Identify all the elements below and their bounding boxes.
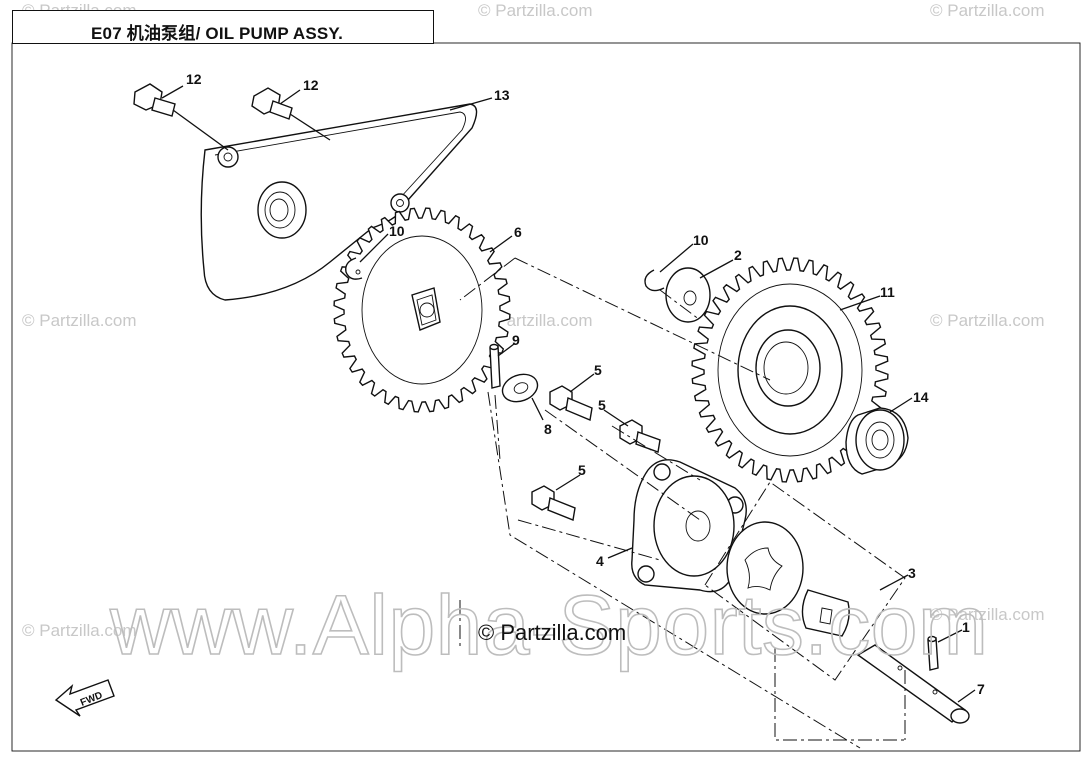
callout-2: 2 [734, 247, 742, 263]
page-title: E07 机油泵组/ OIL PUMP ASSY. [91, 24, 343, 43]
part-12-bolt [251, 87, 293, 120]
callout-10: 10 [389, 223, 405, 239]
watermark-small: © Partzilla.com [22, 621, 137, 640]
part-12-bolt [133, 83, 176, 117]
callout-8: 8 [544, 421, 552, 437]
part-8-washer [501, 373, 539, 403]
part-2-washer [665, 267, 711, 323]
watermark-small: © Partzilla.com [930, 605, 1045, 624]
assembly-dash-lines [459, 257, 906, 749]
callout-10: 10 [693, 232, 709, 248]
title-box: E07 机油泵组/ OIL PUMP ASSY. [12, 10, 434, 44]
part-5-bolt [549, 385, 593, 421]
callout-12: 12 [303, 77, 319, 93]
callout-14: 14 [913, 389, 929, 405]
part-10-circlip [345, 257, 363, 280]
partzilla-watermarks: © Partzilla.com © Partzilla.com © Partzi… [22, 1, 1045, 640]
part-1-pin [927, 635, 939, 671]
part-7-shaft [856, 644, 970, 724]
watermark-small: © Partzilla.com [930, 311, 1045, 330]
callout-5: 5 [598, 397, 606, 413]
part-11-gear [691, 257, 889, 483]
drawing-frame [11, 42, 1081, 752]
callout-11: 11 [880, 284, 895, 300]
fwd-arrow-icon: FWD [54, 679, 115, 717]
watermark-small: © Partzilla.com [22, 311, 137, 330]
part-13-cover-plate [200, 103, 478, 301]
part-14-bearing [845, 407, 909, 475]
callout-3: 3 [908, 565, 916, 581]
copyright-partzilla: © Partzilla.com [478, 620, 626, 645]
callout-6: 6 [514, 224, 522, 240]
part-3-rotor-set [704, 481, 906, 681]
callout-13: 13 [494, 87, 510, 103]
callout-5: 5 [594, 362, 602, 378]
callout-7: 7 [977, 681, 985, 697]
callout-4: 4 [596, 553, 604, 569]
part-5-bolt [531, 485, 576, 521]
part-9-pin [489, 343, 501, 389]
callout-9: 9 [512, 332, 520, 348]
callout-numbers: 12 12 13 10 6 10 2 11 9 5 5 5 8 14 4 3 1… [186, 71, 985, 697]
callout-12: 12 [186, 71, 202, 87]
part-5-bolt [619, 419, 661, 453]
watermark-alpha-sports: www.Alpha-Sports.com [109, 578, 990, 672]
leader-lines [161, 85, 976, 703]
part-6-gear [333, 207, 511, 413]
callout-1: 1 [962, 619, 970, 635]
callout-5: 5 [578, 462, 586, 478]
part-10-circlip [644, 269, 665, 292]
watermark-small: © Partzilla.com [478, 1, 593, 20]
watermark-small: © Partzilla.com [930, 1, 1045, 20]
